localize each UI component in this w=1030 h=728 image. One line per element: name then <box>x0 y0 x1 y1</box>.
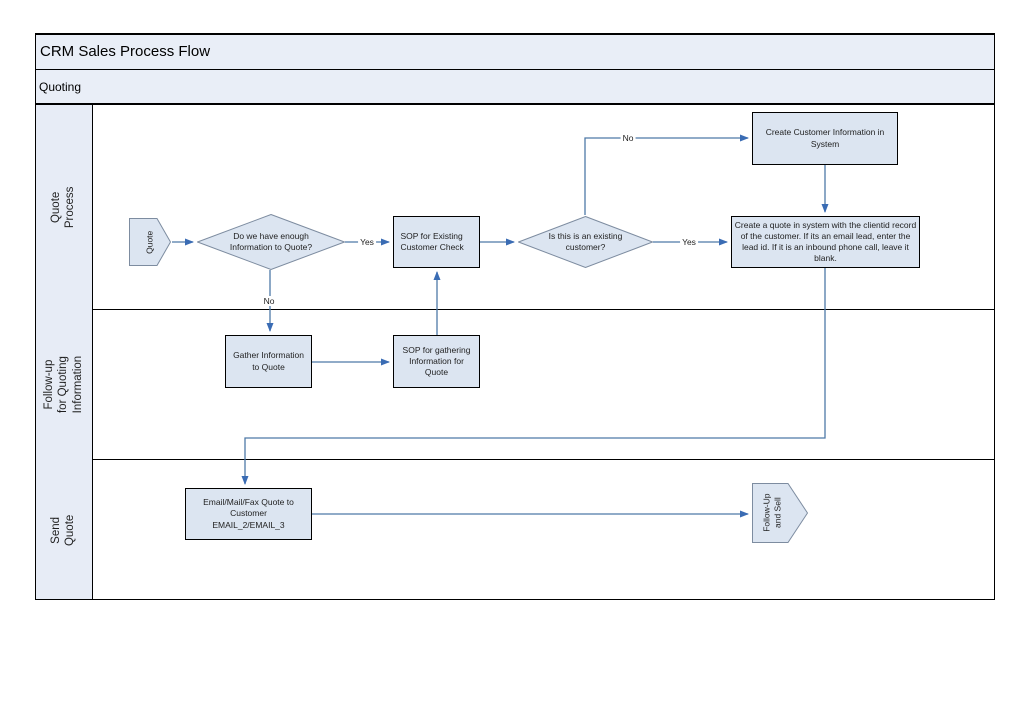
node-decision-existing-customer-label: Is this is an existing customer? <box>548 230 623 252</box>
node-start-label: Quote <box>144 230 155 254</box>
node-decision-existing-customer: Is this is an existing customer? <box>518 216 653 268</box>
diamond-shape <box>197 214 345 270</box>
node-decision-enough-info: Do we have enough Information to Quote? <box>197 214 345 270</box>
node-email-quote-to-customer: Email/Mail/Fax Quote to Customer EMAIL_2… <box>185 488 312 540</box>
diagram-title-row: CRM Sales Process Flow <box>35 33 995 70</box>
node-followup-label: Follow-Up and Sell <box>761 493 782 533</box>
diamond-shape <box>518 216 653 268</box>
diagram-subtitle-row: Quoting <box>35 70 995 105</box>
edge-label-no-info: No <box>261 296 277 306</box>
lane-label-cell-quote-process: Quote Process <box>35 105 93 310</box>
node-sop-gathering-information: SOP for gathering Information for Quote <box>393 335 480 388</box>
lane-label-cell-followup: Follow-up for Quoting Information <box>35 310 93 460</box>
page-title: CRM Sales Process Flow <box>40 42 211 60</box>
edge-label-no-existing: No <box>620 133 636 143</box>
node-create-quote-label: Create a quote in system with the client… <box>734 219 917 264</box>
node-gather-information-label: Gather Information to Quote <box>233 350 304 372</box>
node-decision-enough-info-label: Do we have enough Information to Quote? <box>229 230 313 252</box>
node-decision-existing-customer-overlay: Is this is an existing customer? <box>518 216 653 268</box>
node-gather-information: Gather Information to Quote <box>225 335 312 388</box>
node-start-quote: Quote <box>129 218 171 266</box>
node-sop-existing-label: SOP for Existing Customer Check <box>400 230 464 252</box>
node-email-quote-line2: EMAIL_2/EMAIL_3 <box>212 519 285 530</box>
node-sop-existing-customer-check: SOP for Existing Customer Check <box>393 216 480 268</box>
lane-followup-quoting <box>35 310 995 460</box>
edge-label-yes-info: Yes <box>358 237 376 247</box>
node-email-quote-text: Email/Mail/Fax Quote to Customer EMAIL_2… <box>189 497 308 530</box>
node-followup-and-sell: Follow-Up and Sell <box>752 483 808 543</box>
edge-label-yes-existing: Yes <box>680 237 698 247</box>
node-followup-overlay: Follow-Up and Sell <box>752 483 792 543</box>
node-create-customer-information: Create Customer Information in System <box>752 112 898 165</box>
node-sop-gathering-label: SOP for gathering Information for Quote <box>402 344 471 378</box>
node-email-quote-line1: Email/Mail/Fax Quote to Customer <box>203 497 294 519</box>
node-decision-enough-info-overlay: Do we have enough Information to Quote? <box>197 214 345 270</box>
edge-decision2-no-to-create-customer <box>584 134 749 215</box>
page-subtitle: Quoting <box>39 79 82 94</box>
lane-label-cell-send-quote: Send Quote <box>35 460 93 600</box>
pentagon-shape <box>129 218 171 266</box>
pentagon-shape <box>752 483 808 543</box>
edge-create-quote-to-email <box>241 268 826 485</box>
node-create-quote-in-system: Create a quote in system with the client… <box>731 216 920 268</box>
node-create-customer-label: Create Customer Information in System <box>765 127 885 149</box>
node-start-overlay: Quote <box>129 218 171 266</box>
